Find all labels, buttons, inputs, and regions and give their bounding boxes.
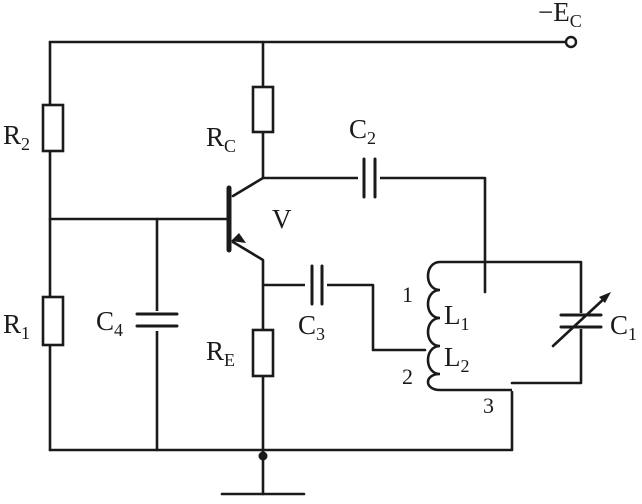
coil-tank-top-wire <box>483 260 583 385</box>
bottom-ground-rail <box>48 390 514 452</box>
r1-label: R1 <box>3 309 30 343</box>
l2-label: L2 <box>444 342 470 376</box>
capacitor-c1-variable <box>551 292 611 348</box>
resistor-re <box>251 328 275 378</box>
capacitor-c2 <box>358 157 380 199</box>
supply-terminal <box>564 35 578 49</box>
capacitor-c3 <box>305 264 327 306</box>
c3-label: C3 <box>298 310 325 344</box>
wires <box>48 40 583 496</box>
r2-label: R2 <box>3 120 30 154</box>
rc-label: RC <box>206 122 236 156</box>
re-label: RE <box>206 336 235 370</box>
inductor-l1-l2 <box>426 260 512 392</box>
capacitor-c4 <box>135 311 179 331</box>
transistor-v <box>226 185 246 253</box>
supply-label: −EC <box>538 0 582 31</box>
emitter-wire <box>231 240 265 452</box>
coil-windings <box>426 260 512 392</box>
tap-2-label: 2 <box>402 364 413 389</box>
emitter-c3-wire <box>261 283 427 352</box>
emitter-arrow-icon <box>231 233 246 243</box>
resistor-rc <box>251 85 275 134</box>
collector-c2-wire <box>261 176 487 294</box>
resistor-r2 <box>41 103 65 153</box>
resistor-r1 <box>41 295 65 347</box>
c4-label: C4 <box>96 306 123 340</box>
tap-3-label: 3 <box>483 393 494 418</box>
junction-dot <box>258 451 268 461</box>
c2-label: C2 <box>349 114 376 148</box>
variable-arrowhead <box>599 292 611 303</box>
tap-1-label: 1 <box>402 282 413 307</box>
c1-label: C1 <box>610 310 637 344</box>
l1-label: L1 <box>444 300 470 334</box>
transistor-label: V <box>272 204 292 234</box>
